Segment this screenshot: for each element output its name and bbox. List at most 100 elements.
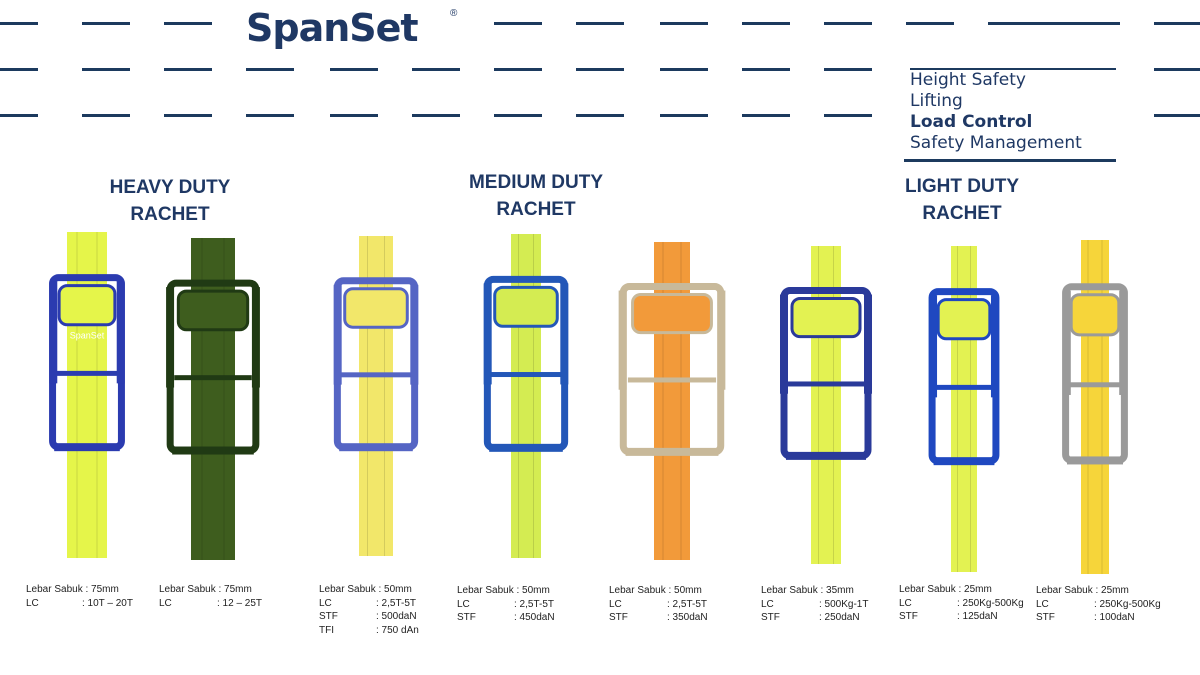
spec-value: : 750 dAn	[376, 624, 419, 636]
dash-segment	[82, 68, 130, 71]
menu-item-lifting[interactable]: Lifting	[910, 91, 963, 111]
dash-segment	[576, 114, 624, 117]
spec-row: LC: 10T – 20T	[26, 597, 133, 611]
rachet-product-image[interactable]	[776, 246, 876, 564]
spec-label: TFI	[319, 624, 334, 636]
rachet-product-image[interactable]	[926, 246, 1002, 572]
ratchet-crossbar	[788, 381, 864, 387]
ratchet-side-plate	[116, 281, 125, 384]
spec-value: : 10T – 20T	[82, 597, 133, 609]
rachet-product-image[interactable]	[614, 242, 730, 560]
heading-line2: RACHET	[496, 199, 576, 220]
dash-segment	[0, 68, 38, 71]
heading-line2: RACHET	[922, 203, 1002, 224]
spec-label: Lebar Sabuk : 50mm	[319, 584, 412, 595]
dash-segment	[246, 68, 294, 71]
spec-label: STF	[319, 611, 338, 622]
spec-row: Lebar Sabuk : 50mm	[609, 584, 708, 598]
rachet-product-image[interactable]	[480, 234, 572, 558]
ratchet-side-plate	[864, 294, 872, 394]
dash-segment	[906, 22, 954, 25]
ratchet-handle-grip	[54, 443, 120, 452]
ratchet-side-plate	[166, 287, 175, 388]
spec-row: Lebar Sabuk : 75mm	[159, 583, 262, 597]
dash-segment	[82, 114, 130, 117]
spec-row: STF: 125daN	[899, 610, 1024, 624]
category-menu: Height Safety Lifting Load Control Safet…	[904, 70, 1122, 154]
ratchet-spool	[343, 287, 409, 329]
menu-item-load-control[interactable]: Load Control	[910, 112, 1033, 132]
dash-segment	[0, 114, 38, 117]
spec-value: : 2,5T-5T	[667, 598, 708, 610]
spec-value: : 250Kg-500Kg	[957, 597, 1024, 609]
rachet-product-image[interactable]	[162, 238, 264, 560]
ratchet-spool	[57, 284, 117, 327]
rachet-product-image[interactable]	[1060, 240, 1130, 574]
spec-label: STF	[1036, 612, 1055, 623]
spec-label: LC	[319, 597, 332, 609]
dash-segment	[82, 22, 130, 25]
menu-item-height-safety[interactable]: Height Safety	[910, 70, 1026, 90]
rachet-illustration: SpanSet	[49, 232, 125, 558]
dash-segment	[824, 22, 872, 25]
dash-segment	[742, 114, 790, 117]
ratchet-side-plate	[49, 281, 58, 384]
dash-segment	[824, 68, 872, 71]
spec-value: : 500daN	[376, 611, 417, 622]
spec-row: LC : 2,5T-5T	[609, 598, 708, 612]
spec-label: Lebar Sabuk : 25mm	[1036, 585, 1129, 596]
menu-item-safety-management[interactable]: Safety Management	[910, 133, 1082, 153]
logo-text: SpanSet	[246, 6, 419, 50]
heading-line2: RACHET	[130, 204, 210, 225]
spec-row: Lebar Sabuk : 50mm	[457, 584, 555, 598]
spec-value: : 125daN	[957, 611, 998, 622]
dash-segment	[164, 114, 212, 117]
spec-row: LC: 2,5T-5T	[457, 598, 555, 612]
ratchet-spool	[936, 298, 992, 341]
rachet-product-image[interactable]: SpanSet	[46, 232, 128, 558]
spec-value: : 250Kg-500Kg	[1094, 598, 1161, 610]
spec-label: LC	[609, 598, 622, 610]
ratchet-crossbar	[174, 375, 252, 381]
dash-segment	[164, 68, 212, 71]
dash-segment	[742, 68, 790, 71]
rachet-illustration	[1062, 240, 1128, 574]
ratchet-brand-mark: SpanSet	[70, 331, 105, 341]
spanset-logo[interactable]: SpanSet ®	[246, 6, 458, 50]
dash-segment	[330, 68, 378, 71]
dash-segment	[412, 68, 460, 71]
ratchet-spool	[493, 285, 559, 328]
spec-value: : 250daN	[819, 612, 860, 623]
spec-label: Lebar Sabuk : 75mm	[159, 584, 252, 595]
rachet-illustration	[483, 234, 569, 558]
ratchet-crossbar	[55, 370, 119, 376]
ratchet-side-plate	[410, 284, 419, 385]
spec-label: Lebar Sabuk : 50mm	[457, 585, 550, 596]
dash-segment	[742, 22, 790, 25]
spec-label: LC	[159, 597, 172, 609]
rachet-illustration	[333, 236, 419, 556]
dash-segment	[576, 68, 624, 71]
rachet-illustration	[166, 238, 260, 560]
rachet-illustration	[928, 246, 1000, 572]
ratchet-side-plate	[618, 290, 627, 390]
spec-label: Lebar Sabuk : 75mm	[26, 584, 119, 595]
ratchet-handle-grip	[339, 443, 413, 452]
heading-line1: MEDIUM DUTY	[468, 172, 604, 193]
spec-label: LC	[1036, 598, 1049, 610]
ratchet-handle-grip	[1067, 456, 1123, 465]
dash-segment	[412, 114, 460, 117]
spec-row: Lebar Sabuk : 35mm	[761, 584, 868, 598]
rachet-product-image[interactable]	[330, 236, 422, 556]
dash-segment	[660, 22, 708, 25]
spec-row: Lebar Sabuk : 25mm	[899, 583, 1024, 597]
heading-line1: LIGHT DUTY	[905, 176, 1019, 197]
heading-light-duty: LIGHT DUTY RACHET	[882, 173, 1042, 227]
ratchet-side-plate	[780, 294, 788, 394]
ratchet-side-plate	[1062, 290, 1071, 395]
spec-row: Lebar Sabuk : 75mm	[26, 583, 133, 597]
spec-row: TFI : 750 dAn	[319, 624, 419, 638]
